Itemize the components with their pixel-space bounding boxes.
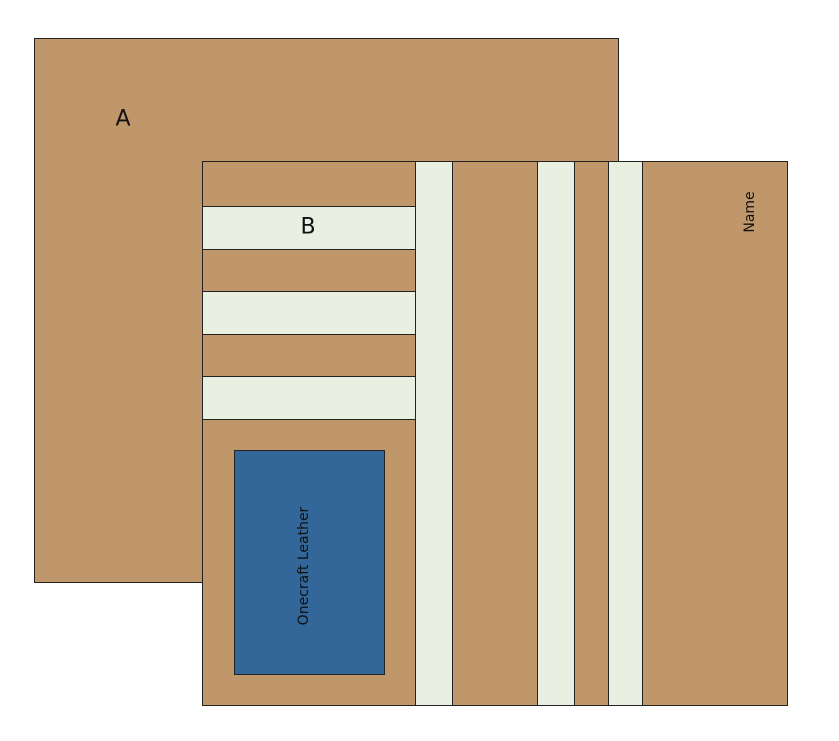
- vertical-strip-3: [608, 161, 643, 706]
- card-slot-label: Onecraft Leather: [296, 506, 312, 626]
- panel-a-label: A: [115, 106, 131, 132]
- vertical-strip-2: [537, 161, 575, 706]
- vertical-strip-1: [415, 161, 453, 706]
- name-label: Name: [742, 191, 758, 233]
- panel-b-label: B: [300, 214, 316, 240]
- pocket-row-2: [202, 291, 416, 335]
- pocket-row-3: [202, 376, 416, 420]
- pocket-row-1: [202, 206, 416, 250]
- card-slot: [234, 450, 385, 675]
